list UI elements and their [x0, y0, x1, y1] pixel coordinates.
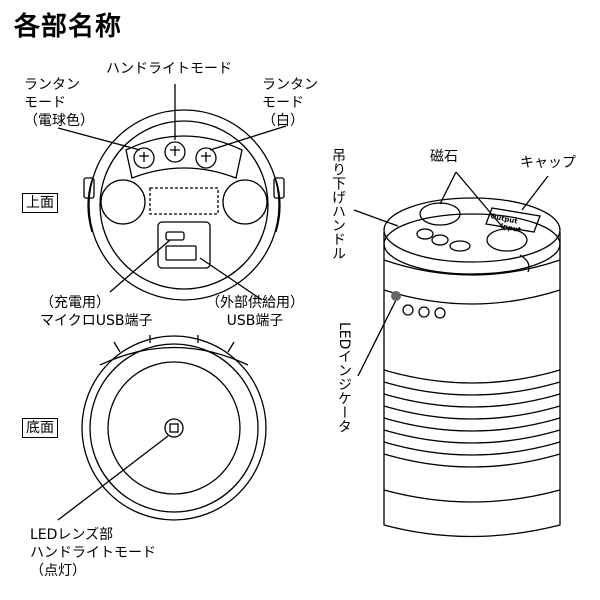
- label-led-lens-line1: LEDレンズ部: [30, 527, 114, 543]
- indicator-led: [391, 291, 401, 301]
- label-led-lens-line2: ハンドライトモード: [30, 545, 156, 561]
- label-lantern-bulb-line1: ランタン: [24, 77, 80, 93]
- label-cap: キャップ: [520, 155, 576, 171]
- top-view-drawing: [57, 84, 287, 301]
- label-led-lens: LEDレンズ部 ハンドライトモード （点灯）: [30, 526, 156, 580]
- view-bottom-box: 底面: [22, 418, 58, 438]
- label-lantern-bulb: ランタン モード （電球色）: [24, 76, 94, 130]
- label-lantern-white-line2: モード: [262, 95, 304, 111]
- label-lantern-white-line3: （白）: [262, 113, 304, 129]
- label-lantern-white-line1: ランタン: [262, 77, 318, 93]
- label-lantern-white: ランタン モード （白）: [262, 76, 318, 130]
- label-usb-out: （外部供給用） USB端子: [206, 294, 304, 330]
- label-usb-out-line1: （外部供給用）: [206, 295, 304, 311]
- label-micro-usb: （充電用） マイクロUSB端子: [40, 294, 152, 330]
- bottom-view-drawing: [57, 335, 267, 521]
- label-micro-usb-line1: （充電用）: [40, 295, 110, 311]
- label-handlight-mode: ハンドライトモード: [106, 61, 232, 77]
- label-lantern-bulb-line3: （電球色）: [24, 113, 94, 129]
- label-led-lens-line3: （点灯）: [30, 563, 86, 579]
- label-handle: 吊り下げハンドル: [330, 148, 346, 260]
- label-indicator: LEDインジケータ: [336, 322, 352, 434]
- label-micro-usb-line2: マイクロUSB端子: [40, 313, 153, 329]
- view-top-box: 上面: [22, 193, 58, 213]
- side-view-drawing: [353, 171, 561, 538]
- page-title: 各部名称: [14, 12, 123, 42]
- cap-text-input: Input: [500, 222, 523, 234]
- label-magnet: 磁石: [430, 149, 458, 165]
- label-usb-out-line2: USB端子: [226, 313, 284, 329]
- label-lantern-bulb-line2: モード: [24, 95, 66, 111]
